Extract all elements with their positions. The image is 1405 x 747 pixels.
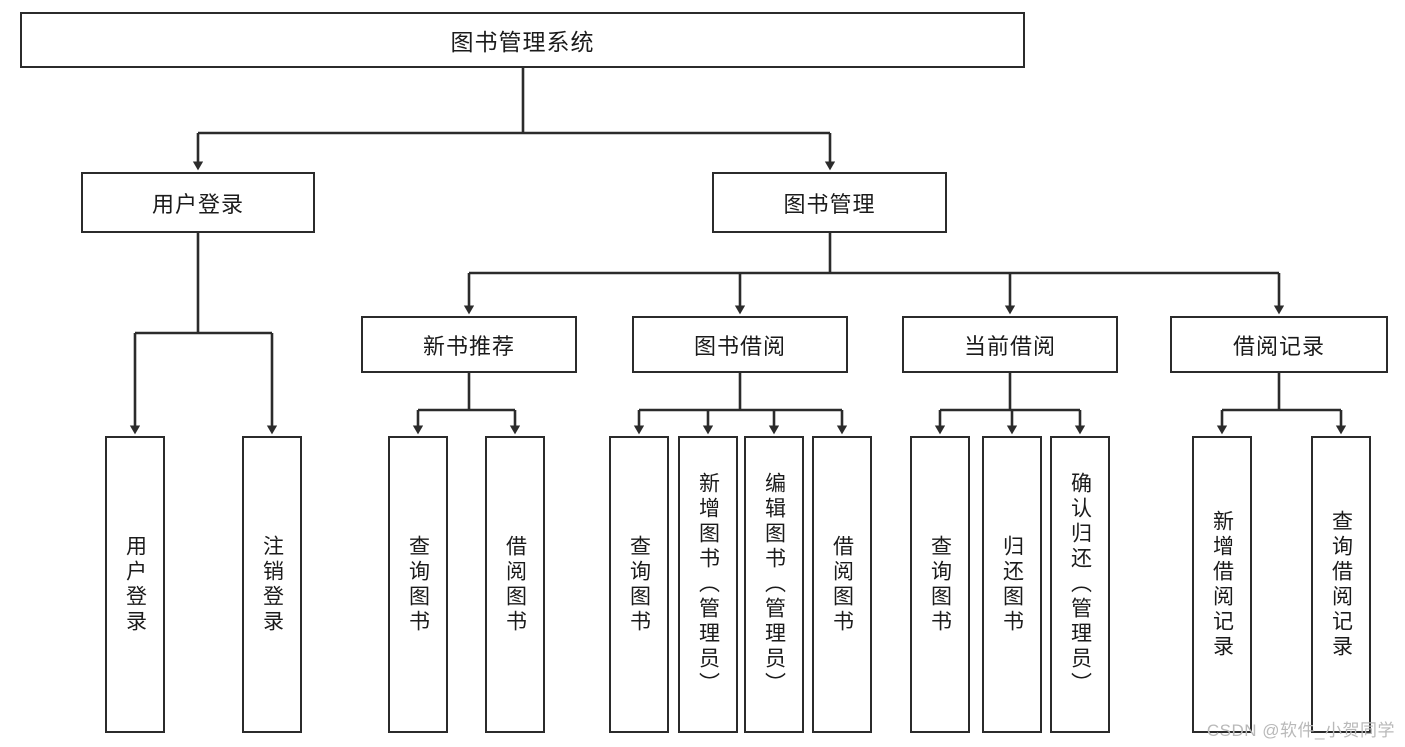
node-current-borrow-label: 当前借阅 bbox=[963, 333, 1056, 359]
leaf-add-book-admin[interactable]: 新增图书（管理员） bbox=[678, 436, 738, 733]
leaf-query-book-bb[interactable]: 查询图书 bbox=[609, 436, 669, 733]
leaf-query-book-nb-label: 查询图书 bbox=[406, 534, 430, 635]
node-borrow-record-label: 借阅记录 bbox=[1232, 333, 1325, 359]
node-user-login[interactable]: 用户登录 bbox=[81, 172, 315, 233]
leaf-user-login-label: 用户登录 bbox=[123, 534, 147, 635]
node-book-borrow-label: 图书借阅 bbox=[693, 333, 786, 359]
leaf-borrow-book-nb[interactable]: 借阅图书 bbox=[485, 436, 545, 733]
leaf-add-borrow-record[interactable]: 新增借阅记录 bbox=[1192, 436, 1252, 733]
leaf-borrow-book-bb-label: 借阅图书 bbox=[830, 534, 854, 635]
leaf-confirm-return-admin[interactable]: 确认归还（管理员） bbox=[1050, 436, 1110, 733]
leaf-logout-label: 注销登录 bbox=[260, 534, 284, 635]
node-book-management-label: 图书管理 bbox=[783, 191, 876, 217]
node-root[interactable]: 图书管理系统 bbox=[20, 12, 1025, 68]
leaf-borrow-book-bb[interactable]: 借阅图书 bbox=[812, 436, 872, 733]
leaf-logout[interactable]: 注销登录 bbox=[242, 436, 302, 733]
leaf-query-book-cb-label: 查询图书 bbox=[928, 534, 952, 635]
node-current-borrow[interactable]: 当前借阅 bbox=[902, 316, 1118, 373]
node-new-book-recommend[interactable]: 新书推荐 bbox=[361, 316, 577, 373]
leaf-query-book-bb-label: 查询图书 bbox=[627, 534, 651, 635]
leaf-confirm-return-admin-label: 确认归还（管理员） bbox=[1068, 472, 1092, 697]
node-borrow-record[interactable]: 借阅记录 bbox=[1170, 316, 1388, 373]
leaf-return-book[interactable]: 归还图书 bbox=[982, 436, 1042, 733]
node-book-borrow[interactable]: 图书借阅 bbox=[632, 316, 848, 373]
watermark: CSDN @软件_小贺同学 bbox=[1206, 721, 1395, 740]
leaf-edit-book-admin-label: 编辑图书（管理员） bbox=[762, 472, 786, 697]
leaf-query-book-cb[interactable]: 查询图书 bbox=[910, 436, 970, 733]
node-user-login-label: 用户登录 bbox=[151, 191, 244, 217]
leaf-add-book-admin-label: 新增图书（管理员） bbox=[696, 472, 720, 697]
node-book-management[interactable]: 图书管理 bbox=[712, 172, 947, 233]
node-root-label: 图书管理系统 bbox=[450, 29, 595, 55]
node-new-book-recommend-label: 新书推荐 bbox=[422, 333, 515, 359]
leaf-edit-book-admin[interactable]: 编辑图书（管理员） bbox=[744, 436, 804, 733]
leaf-borrow-book-nb-label: 借阅图书 bbox=[503, 534, 527, 635]
leaf-query-book-nb[interactable]: 查询图书 bbox=[388, 436, 448, 733]
leaf-user-login[interactable]: 用户登录 bbox=[105, 436, 165, 733]
leaf-query-borrow-record[interactable]: 查询借阅记录 bbox=[1311, 436, 1371, 733]
leaf-return-book-label: 归还图书 bbox=[1000, 534, 1024, 635]
leaf-add-borrow-record-label: 新增借阅记录 bbox=[1210, 509, 1234, 660]
leaf-query-borrow-record-label: 查询借阅记录 bbox=[1329, 509, 1353, 660]
